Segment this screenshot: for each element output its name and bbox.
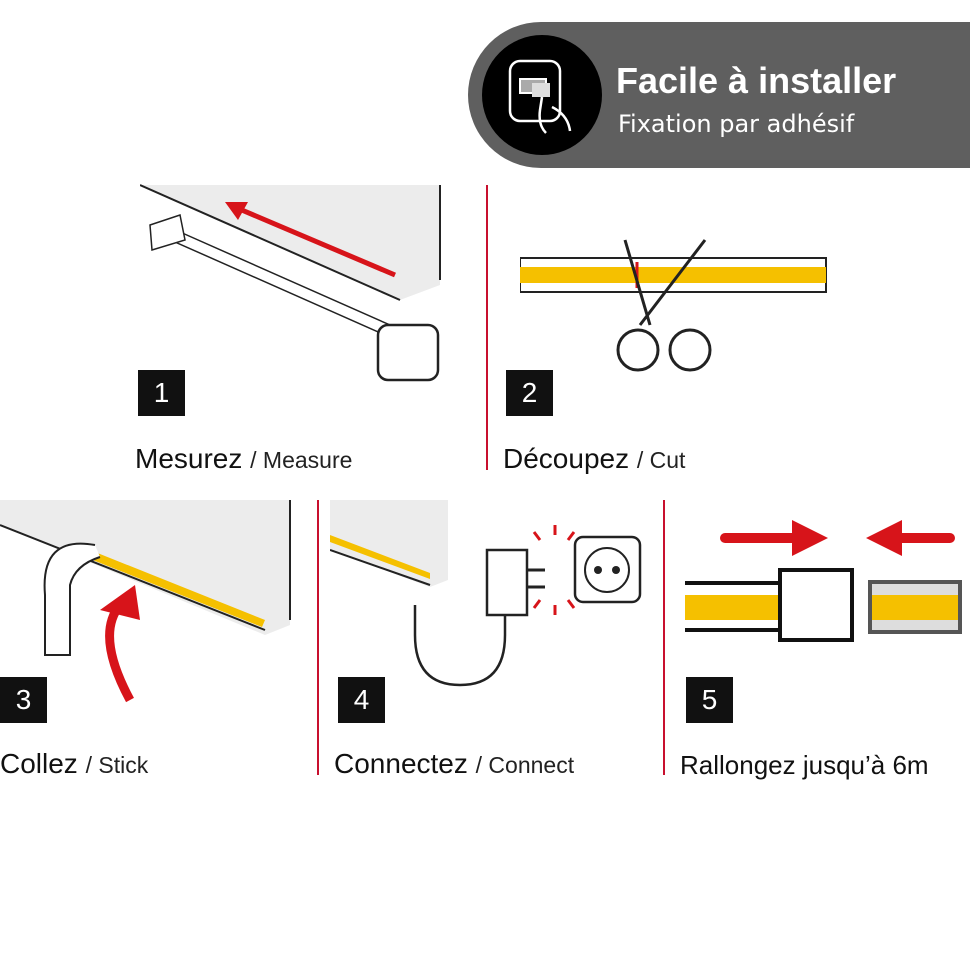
scissors-icon	[520, 239, 827, 372]
step-4-badge: 4	[338, 677, 385, 723]
step-1-label: Mesurez / Measure	[135, 443, 352, 475]
power-adapter-icon	[330, 500, 642, 687]
step-4-label-en: / Connect	[475, 752, 575, 778]
step-2-badge: 2	[506, 370, 553, 416]
step-2-label: Découpez / Cut	[503, 443, 685, 475]
hand-applying-adhesive-icon	[482, 35, 602, 155]
adhesive-strip-icon	[0, 500, 291, 703]
step-1-badge: 1	[138, 370, 185, 416]
step-4-label: Connectez / Connect	[334, 748, 574, 780]
tape-measure-icon	[140, 184, 441, 382]
step-3-label-en: / Stick	[85, 752, 149, 778]
step-5-badge: 5	[686, 677, 733, 723]
divider	[663, 500, 665, 775]
step-3-label-fr: Collez	[0, 748, 78, 779]
step-1-label-fr: Mesurez	[135, 443, 243, 474]
step-1-label-en: / Measure	[250, 447, 353, 473]
connector-icon	[685, 520, 962, 642]
banner-title: Facile à installer	[616, 60, 897, 101]
divider	[317, 500, 319, 775]
step-2-label-en: / Cut	[636, 447, 686, 473]
divider	[486, 185, 488, 470]
step-5-label: Rallongez jusqu’à 6m	[680, 750, 929, 781]
step-5-label-fr: Rallongez jusqu’à 6m	[680, 750, 929, 780]
step-3-badge: 3	[0, 677, 47, 723]
step-3-label: Collez / Stick	[0, 748, 148, 780]
step-2-label-fr: Découpez	[503, 443, 630, 474]
banner-subtitle: Fixation par adhésif	[618, 110, 855, 138]
step-4-label-fr: Connectez	[334, 748, 468, 779]
